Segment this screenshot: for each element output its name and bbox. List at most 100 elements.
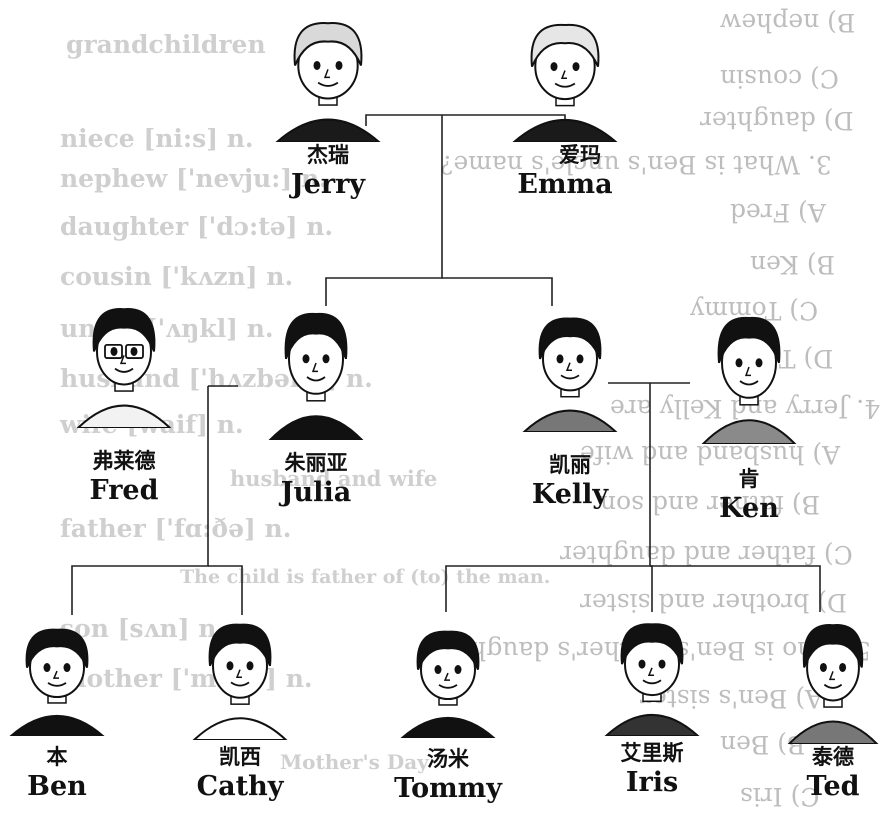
connector-to-iris	[650, 565, 653, 612]
mouth-shape	[230, 681, 250, 687]
nose-shape	[235, 669, 242, 679]
eye-shape	[130, 346, 138, 356]
nose-shape	[52, 670, 59, 679]
ben-portrait	[9, 628, 105, 736]
hair-shape	[208, 623, 272, 667]
bg-text: grandchildren	[66, 30, 266, 59]
eye-shape	[322, 354, 330, 364]
nose-shape	[647, 667, 654, 676]
shirt-shape	[275, 118, 381, 142]
person-kelly: 凯丽 Kelly	[510, 306, 630, 512]
person-tommy: 汤米 Tommy	[388, 620, 508, 806]
person-ken: 肯 Ken	[694, 304, 804, 526]
mouth-shape	[47, 682, 67, 687]
eye-shape	[313, 60, 321, 70]
mouth-shape	[560, 374, 580, 380]
bg-text: son [sʌn] n.	[60, 614, 226, 643]
person-name-en: Jerry	[290, 169, 366, 200]
glasses-lens	[125, 343, 144, 359]
nose-shape	[311, 362, 318, 373]
person-name-en: Ben	[27, 771, 87, 802]
ken-portrait	[701, 316, 797, 444]
bg-text: The child is father of (to) the man.	[180, 566, 551, 588]
hair-shape	[25, 628, 89, 668]
eye-shape	[302, 354, 310, 364]
eye-shape	[63, 663, 71, 673]
person-fred: 弗莱德 Fred	[64, 296, 184, 508]
person-name-zh: 朱丽亚	[284, 451, 348, 475]
person-iris: 艾里斯 Iris	[592, 612, 712, 800]
person-name-zh: 艾里斯	[620, 741, 684, 765]
eye-shape	[638, 659, 646, 669]
eye-shape	[226, 661, 234, 671]
person-name-en: Ted	[806, 771, 860, 802]
person-name-en: Tommy	[394, 773, 502, 804]
shirt-shape	[701, 419, 797, 444]
person-name-en: Julia	[280, 477, 352, 508]
nose-shape	[565, 362, 572, 372]
person-name-en: Emma	[517, 169, 613, 200]
shirt-shape	[787, 720, 879, 744]
mouth-shape	[317, 81, 339, 87]
shirt-shape	[400, 717, 496, 738]
eye-shape	[550, 62, 558, 72]
bg-text: niece [ni:s] n.	[60, 124, 254, 153]
glasses-lens	[104, 343, 123, 359]
shirt-shape	[604, 714, 700, 736]
hair-shape	[92, 308, 156, 352]
connector-to-kelly	[442, 277, 553, 306]
mouth-shape	[554, 82, 576, 88]
jerry-portrait	[275, 22, 381, 142]
hair-shape	[530, 23, 600, 67]
cathy-portrait	[192, 623, 288, 740]
person-cathy: 凯西 Cathy	[180, 612, 300, 804]
nose-shape	[119, 355, 126, 365]
person-name-zh: 汤米	[427, 747, 469, 771]
eye-shape	[576, 354, 584, 364]
person-emma: 爱玛 Emma	[505, 12, 625, 202]
hair-shape	[293, 22, 363, 66]
mouth-shape	[438, 684, 458, 689]
bg-text: Mother's Day	[280, 750, 429, 774]
person-name-en: Kelly	[531, 479, 609, 510]
shirt-shape	[268, 415, 364, 440]
person-name-zh: 弗莱德	[92, 449, 156, 473]
person-ben: 本 Ben	[2, 618, 112, 804]
eye-shape	[43, 663, 51, 673]
connector-to-ted	[650, 565, 821, 612]
mouth-shape	[739, 380, 759, 386]
bg-text: cousin ['kʌzn] n.	[60, 262, 294, 291]
mouth-shape	[823, 683, 843, 689]
eye-shape	[658, 659, 666, 669]
eye-shape	[454, 665, 462, 675]
kelly-portrait	[522, 317, 618, 432]
bg-text: father ['fɑ:ðə] n.	[60, 514, 292, 543]
person-name-zh: 杰瑞	[307, 143, 349, 167]
ted-portrait	[787, 624, 879, 744]
connector-kelly-ken-children	[445, 383, 651, 612]
eye-shape	[335, 60, 343, 70]
shirt-shape	[512, 118, 618, 142]
mouth-shape	[306, 376, 326, 382]
bg-text: daughter ['dɔ:tə] n.	[60, 212, 334, 241]
nose-shape	[828, 671, 835, 681]
person-name-zh: 凯西	[219, 745, 261, 769]
person-name-zh: 凯丽	[549, 453, 591, 477]
person-name-zh: 肯	[738, 467, 760, 491]
eye-shape	[735, 358, 743, 368]
eye-shape	[819, 662, 827, 672]
eye-shape	[556, 354, 564, 364]
eye-shape	[755, 358, 763, 368]
julia-portrait	[268, 312, 364, 440]
bg-text: nephew ['nevju:] n.	[60, 164, 328, 193]
person-julia: 朱丽亚 Julia	[256, 300, 376, 510]
eye-shape	[839, 662, 847, 672]
eye-shape	[110, 346, 118, 356]
nose-shape	[560, 70, 567, 80]
nose-shape	[744, 366, 751, 377]
eye-shape	[246, 661, 254, 671]
person-name-zh: 本	[46, 745, 68, 769]
bg-text: husband and wife	[230, 466, 438, 491]
